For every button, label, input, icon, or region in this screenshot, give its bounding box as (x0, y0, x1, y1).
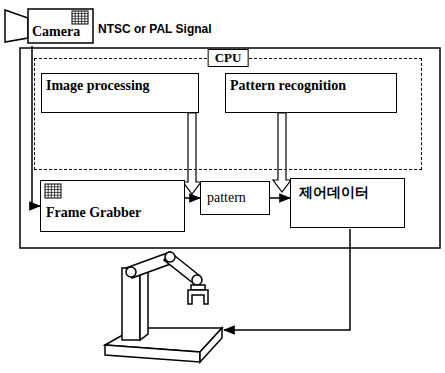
robot-upper-arm (126, 252, 176, 278)
robot-joint (126, 267, 136, 277)
robot-gripper (188, 290, 208, 304)
grid-line (45, 186, 61, 187)
data-box: pattern (200, 181, 270, 215)
grid-line (78, 11, 79, 24)
cpu-region: CPUImage processingPattern recognition (34, 58, 422, 170)
grid-line (48, 184, 49, 198)
robot-base-front (105, 345, 200, 362)
hollow-arrow (273, 113, 291, 192)
grid-line (45, 192, 61, 193)
node-label: Frame Grabber (46, 205, 141, 221)
grid-line (84, 11, 85, 24)
node-label: 제어데이터 (299, 185, 369, 201)
grabber-icon (41, 181, 81, 205)
grid-line (72, 18, 88, 19)
robot-base-side (200, 328, 222, 362)
grid-line (45, 189, 61, 190)
signal-label: NTSC or PAL Signal (98, 22, 212, 36)
grid-line (75, 11, 76, 24)
robot-joint (165, 252, 175, 262)
signal-arrow (185, 197, 200, 199)
process-box: Image processing (41, 73, 199, 113)
frame-grabber-box: Frame Grabber (40, 180, 185, 232)
process-box: Pattern recognition (225, 73, 397, 113)
grid-line (81, 11, 82, 24)
region-heading: CPU (208, 49, 249, 67)
camera-lens (5, 10, 28, 42)
grid-line (72, 16, 88, 17)
grid-line (72, 21, 88, 22)
camera-icon: Camera (4, 8, 94, 46)
node-label: Camera (32, 24, 80, 40)
node-label: Image processing (46, 78, 150, 94)
grid-line (45, 195, 61, 196)
node-label: Pattern recognition (230, 78, 346, 94)
node-label: pattern (207, 190, 246, 206)
robot-joint (192, 275, 202, 285)
robot-arm (105, 252, 222, 362)
hollow-arrow (183, 113, 201, 194)
control-line (224, 229, 350, 330)
camera-body (28, 9, 93, 43)
frame-grid (45, 184, 61, 198)
computer-housing (20, 48, 440, 248)
grid-line (54, 184, 55, 198)
frame-grid (45, 184, 61, 198)
camera-sensor-grid (72, 11, 88, 24)
grid-line (51, 184, 52, 198)
grid-line (72, 13, 88, 14)
signal-arrow (270, 197, 290, 199)
robot-column (122, 268, 140, 340)
data-box: 제어데이터 (290, 178, 405, 228)
grid-line (57, 184, 58, 198)
camera-sensor-grid (72, 11, 88, 24)
